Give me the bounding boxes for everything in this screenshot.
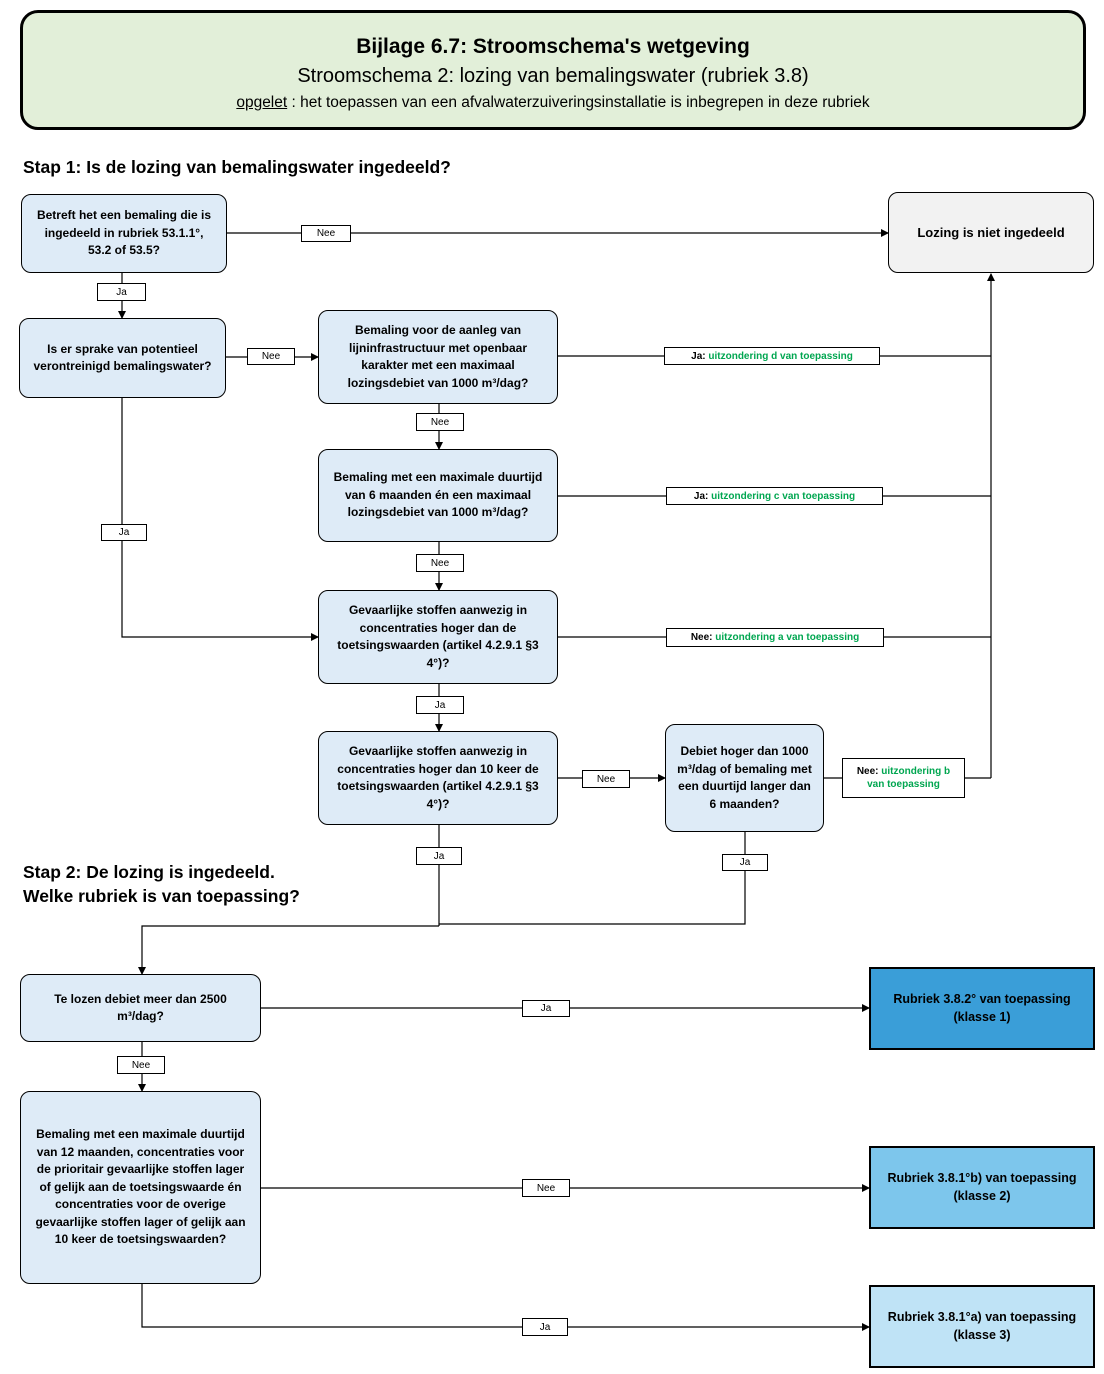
question-box-q8: Te lozen debiet meer dan 2500 m³/dag? <box>20 974 261 1042</box>
page-title: Bijlage 6.7: Stroomschema's wetgeving <box>356 35 750 58</box>
exception-c-prefix: Ja: <box>693 490 709 502</box>
step2-line1: Stap 2: De lozing is ingedeeld. <box>23 862 275 882</box>
question-q6-text: Gevaarlijke stoffen aanwezig in concentr… <box>337 744 539 811</box>
exception-c-text: uitzondering c van toepassing <box>711 490 856 502</box>
edge-label-q9-nee: Nee <box>522 1179 570 1197</box>
question-box-q2: Is er sprake van potentieel verontreinig… <box>19 318 226 398</box>
edge-label-q4-nee: Nee <box>416 554 464 572</box>
question-q4-text: Bemaling met een maximale duurtijd van 6… <box>333 470 543 520</box>
edge-label-q2-ja: Ja <box>101 524 147 541</box>
edge-merge <box>138 925 439 975</box>
question-box-q5: Gevaarlijke stoffen aanwezig in concentr… <box>318 590 558 684</box>
edge-q7-ja <box>439 832 746 925</box>
question-box-q4: Bemaling met een maximale duurtijd van 6… <box>318 449 558 542</box>
edge-label-q6-ja: Ja <box>416 847 462 865</box>
result-rubriek1-text: Rubriek 3.8.2° van toepassing (klasse 1) <box>893 992 1071 1024</box>
step1-heading: Stap 1: Is de lozing van bemalingswater … <box>23 157 451 177</box>
question-q1-text: Betreft het een bemaling die is ingedeel… <box>36 208 212 258</box>
question-q2-text: Is er sprake van potentieel verontreinig… <box>33 341 212 374</box>
edge-label-q6-nee: Nee <box>582 770 630 788</box>
result-rubriek-klasse2: Rubriek 3.8.1°b) van toepassing (klasse … <box>869 1146 1095 1229</box>
exception-a-text: uitzondering a van toepassing <box>715 632 860 643</box>
result-rubriek-klasse3: Rubriek 3.8.1°a) van toepassing (klasse … <box>869 1285 1095 1368</box>
edge-q2-ja <box>121 398 319 641</box>
exception-label-c: Ja: uitzondering c van toepassing <box>666 487 883 505</box>
page-subtitle: Stroomschema 2: lozing van bemalingswate… <box>297 65 809 87</box>
question-q7-text: Debiet hoger dan 1000 m³/dag of bemaling… <box>677 744 812 811</box>
edge-label-q8-ja: Ja <box>522 1000 570 1017</box>
step2-line2: Welke rubriek is van toepassing? <box>23 886 300 906</box>
note-text: : het toepassen van een afvalwaterzuiver… <box>287 94 870 111</box>
edge-label-q1-ja: Ja <box>97 283 146 301</box>
edge-label-q3-nee: Nee <box>416 413 464 431</box>
result-not-classified: Lozing is niet ingedeeld <box>888 192 1094 273</box>
exception-b-prefix: Nee: <box>856 766 879 777</box>
exception-a-prefix: Nee: <box>690 632 713 643</box>
question-box-q9: Bemaling met een maximale duurtijd van 1… <box>20 1091 261 1284</box>
edge-label-q7-ja: Ja <box>722 854 768 871</box>
question-q5-text: Gevaarlijke stoffen aanwezig in concentr… <box>337 603 539 670</box>
edge-label-q5-ja: Ja <box>416 696 464 714</box>
page-note: opgelet : het toepassen van een afvalwat… <box>23 94 1083 112</box>
result-not-classified-text: Lozing is niet ingedeeld <box>917 224 1065 240</box>
question-q9-text: Bemaling met een maximale duurtijd van 1… <box>35 1127 246 1247</box>
note-label: opgelet <box>236 94 288 111</box>
edge-label-q1-nee: Nee <box>301 225 351 242</box>
exception-label-a: Nee: uitzondering a van toepassing <box>666 628 884 647</box>
question-box-q1: Betreft het een bemaling die is ingedeel… <box>21 194 227 273</box>
header-panel: Bijlage 6.7: Stroomschema's wetgeving St… <box>20 10 1086 130</box>
result-rubriek2-text: Rubriek 3.8.1°b) van toepassing (klasse … <box>887 1171 1077 1203</box>
edge-label-q8-nee: Nee <box>117 1056 165 1074</box>
exception-d-prefix: Ja: <box>691 350 706 362</box>
step2-heading: Stap 2: De lozing is ingedeeld. Welke ru… <box>23 860 300 908</box>
question-box-q6: Gevaarlijke stoffen aanwezig in concentr… <box>318 731 558 825</box>
question-q8-text: Te lozen debiet meer dan 2500 m³/dag? <box>54 991 227 1024</box>
result-rubriek-klasse1: Rubriek 3.8.2° van toepassing (klasse 1) <box>869 967 1095 1050</box>
result-rubriek3-text: Rubriek 3.8.1°a) van toepassing (klasse … <box>887 1310 1077 1342</box>
exception-d-text: uitzondering d van toepassing <box>708 350 853 362</box>
edge-label-q9-ja: Ja <box>522 1318 568 1336</box>
edge-q9-ja <box>141 1284 870 1331</box>
exception-b-text2: van toepassing <box>867 779 940 790</box>
edge-label-q2-nee: Nee <box>247 348 295 365</box>
exception-label-b: Nee: uitzondering b van toepassing <box>842 758 965 798</box>
question-q3-text: Bemaling voor de aanleg van lijninfrastr… <box>347 323 529 390</box>
question-box-q7: Debiet hoger dan 1000 m³/dag of bemaling… <box>665 724 824 832</box>
question-box-q3: Bemaling voor de aanleg van lijninfrastr… <box>318 310 558 404</box>
exception-b-text1: uitzondering b <box>881 766 951 777</box>
exception-label-d: Ja: uitzondering d van toepassing <box>664 347 880 365</box>
